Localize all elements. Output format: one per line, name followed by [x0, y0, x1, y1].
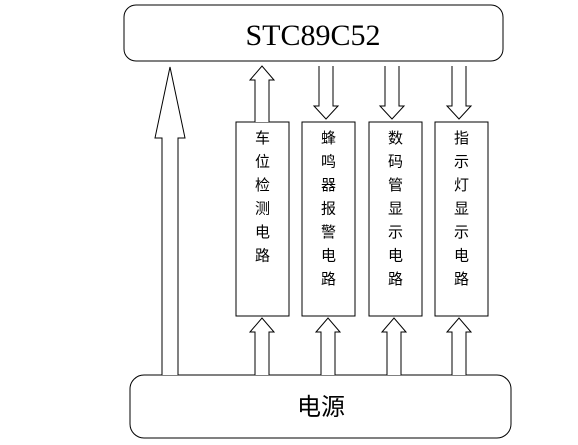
- module-led-indicator-label-text: 指示灯显示电路: [454, 129, 469, 288]
- module-led-indicator: 指示灯显示电路: [434, 121, 489, 317]
- power-to-buzzer-arrow: [314, 317, 342, 375]
- mcu-label: STC89C52: [245, 19, 380, 52]
- module-buzzer-alarm-label: 蜂鸣器报警电路: [321, 129, 336, 288]
- mcu-to-buzzer-arrow: [312, 66, 340, 120]
- module-buzzer-alarm-label-text: 蜂鸣器报警电路: [321, 129, 336, 288]
- module-seven-seg-display-label-text: 数码管显示电路: [388, 129, 403, 288]
- power-to-seven-seg-arrow: [380, 317, 408, 375]
- module-seven-seg-display: 数码管显示电路: [368, 121, 423, 317]
- power-to-led-arrow: [445, 317, 473, 375]
- power-to-mcu-arrow: [154, 66, 186, 375]
- power-to-car-detect-arrow: [248, 317, 276, 375]
- power-label: 电源: [297, 393, 345, 421]
- module-buzzer-alarm: 蜂鸣器报警电路: [301, 121, 356, 317]
- module-car-detect-label: 车位检测电路: [255, 129, 270, 265]
- module-car-detect: 车位检测电路: [235, 121, 290, 317]
- module-led-indicator-label: 指示灯显示电路: [454, 129, 469, 288]
- module-seven-seg-display-label: 数码管显示电路: [388, 129, 403, 288]
- mcu-block: STC89C52: [123, 4, 504, 62]
- car-detect-to-mcu-arrow: [248, 65, 276, 122]
- power-block: 电源: [129, 374, 512, 439]
- mcu-to-led-arrow: [445, 66, 473, 120]
- mcu-to-seven-seg-arrow: [378, 66, 406, 120]
- module-car-detect-label-text: 车位检测电路: [255, 129, 270, 265]
